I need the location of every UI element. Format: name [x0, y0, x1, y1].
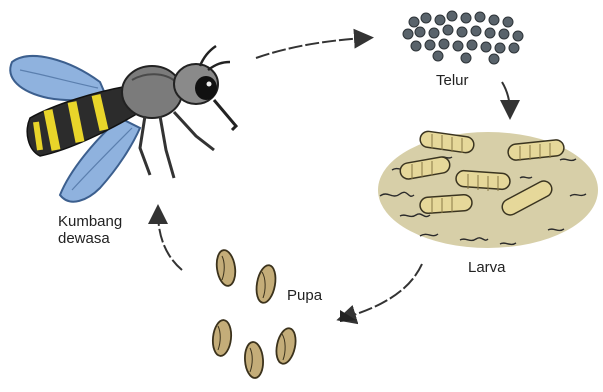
larva-label: Larva [468, 259, 506, 276]
egg-cluster [403, 11, 523, 64]
adult-beetle [10, 46, 236, 202]
arrow-pupa-to-adult [158, 212, 182, 270]
arrow-egg-to-larva [502, 82, 510, 112]
arrow-larva-to-pupa [344, 264, 422, 318]
egg-label: Telur [436, 72, 469, 89]
larva-patch [378, 130, 598, 248]
adult-label-line2: dewasa [58, 230, 122, 247]
adult-label-line1: Kumbang [58, 213, 122, 230]
arrow-adult-to-egg [256, 38, 366, 58]
pupa-label: Pupa [287, 287, 322, 304]
adult-beetle-label: Kumbang dewasa [58, 213, 122, 247]
